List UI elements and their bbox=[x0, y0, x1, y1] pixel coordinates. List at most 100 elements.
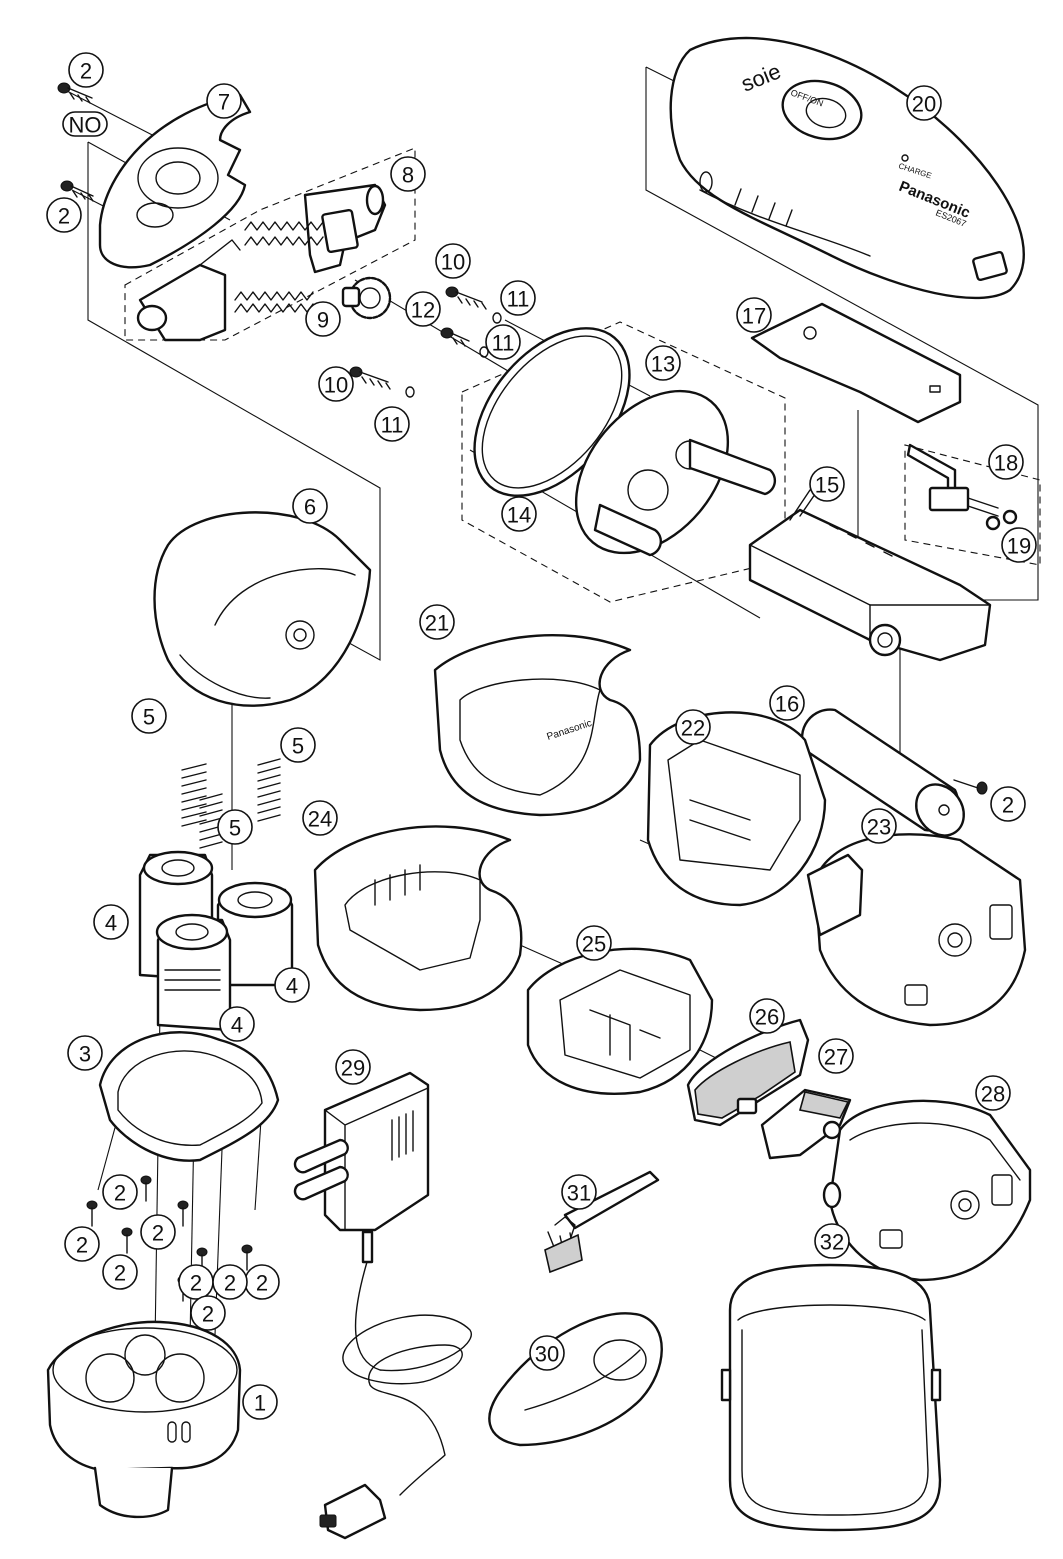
part-19-washers bbox=[985, 509, 1018, 531]
part-26-foil bbox=[686, 1018, 810, 1127]
callout-label: 2 bbox=[202, 1302, 214, 1327]
callout-c22: 22 bbox=[675, 709, 711, 745]
part-9-gear bbox=[341, 276, 392, 320]
callout-c1: 1 bbox=[242, 1384, 278, 1420]
screws-10-12-washers-11 bbox=[349, 286, 502, 398]
callout-c31: 31 bbox=[561, 1174, 597, 1210]
callout-label: 1 bbox=[254, 1391, 266, 1416]
callout-label: 24 bbox=[308, 807, 332, 832]
callout-label: 12 bbox=[411, 298, 435, 323]
callout-label: 21 bbox=[425, 611, 449, 636]
callout-label: 11 bbox=[507, 287, 530, 312]
callout-c2e: 2 bbox=[140, 1214, 176, 1250]
part-17-circuit-board bbox=[750, 302, 962, 424]
callout-label: 26 bbox=[755, 1005, 779, 1030]
part-28-case bbox=[822, 1099, 1032, 1282]
callout-label: 15 bbox=[815, 473, 839, 498]
callout-c25: 25 bbox=[576, 925, 612, 961]
callout-c10b: 10 bbox=[318, 366, 354, 402]
callout-label: 11 bbox=[492, 331, 515, 356]
callout-c21: 21 bbox=[419, 604, 455, 640]
callout-label: 13 bbox=[651, 352, 675, 377]
callout-label: 2 bbox=[190, 1271, 202, 1296]
callout-c11a: 11 bbox=[500, 280, 536, 316]
callout-label: 5 bbox=[143, 705, 155, 730]
callout-c8: 8 bbox=[390, 156, 426, 192]
callout-label: 30 bbox=[535, 1342, 559, 1367]
part-29-ac-adapter bbox=[293, 1071, 472, 1540]
charge-indicator-lamp bbox=[901, 154, 909, 162]
callout-label: 5 bbox=[229, 816, 241, 841]
part-16-battery bbox=[800, 708, 965, 837]
callout-c12: 12 bbox=[405, 291, 441, 327]
callout-c2i: 2 bbox=[244, 1264, 280, 1300]
part-32-pouch bbox=[720, 1263, 942, 1532]
callout-c2a: 2 bbox=[68, 52, 104, 88]
callout-label: 32 bbox=[820, 1230, 844, 1255]
callout-c3: 3 bbox=[67, 1035, 103, 1071]
part-30-cap bbox=[488, 1312, 663, 1447]
callout-c29: 29 bbox=[335, 1049, 371, 1085]
callout-c2k: 2 bbox=[212, 1264, 248, 1300]
callout-label: 28 bbox=[981, 1082, 1005, 1107]
callout-label: 25 bbox=[582, 932, 606, 957]
callout-label: 11 bbox=[381, 413, 404, 438]
screw-2-battery bbox=[953, 779, 988, 795]
part-22-housing bbox=[646, 711, 827, 907]
part-7-top-plate bbox=[98, 93, 252, 269]
callout-label: 10 bbox=[324, 373, 348, 398]
part-24-stand bbox=[313, 825, 523, 1012]
part-3-gasket-plate bbox=[98, 1031, 280, 1162]
callout-c5c: 5 bbox=[217, 809, 253, 845]
screw-2-top bbox=[57, 82, 93, 104]
part-6-head-case bbox=[153, 511, 372, 707]
callout-label: 9 bbox=[317, 308, 329, 333]
callout-c16: 16 bbox=[769, 685, 805, 721]
callout-c19: 19 bbox=[1001, 527, 1037, 563]
part-20-top-cover: soie OFF/ON CHARGE Panasonic ES2067 bbox=[669, 36, 1025, 300]
callout-c6: 6 bbox=[292, 488, 328, 524]
callout-label: 23 bbox=[867, 815, 891, 840]
callout-label: 4 bbox=[105, 911, 117, 936]
callout-label: 2 bbox=[80, 59, 92, 84]
callout-label: 2 bbox=[76, 1233, 88, 1258]
callout-label: 19 bbox=[1007, 534, 1031, 559]
callout-c2h: 2 bbox=[178, 1264, 214, 1300]
callout-c2f: 2 bbox=[64, 1226, 100, 1262]
callout-c4a: 4 bbox=[93, 904, 129, 940]
callout-c2b: 2 bbox=[46, 197, 82, 233]
callout-label: 14 bbox=[507, 503, 531, 528]
callout-c5a: 5 bbox=[131, 698, 167, 734]
callout-c17: 17 bbox=[736, 297, 772, 333]
part-15-chassis bbox=[748, 483, 992, 662]
callout-label: 8 bbox=[402, 163, 414, 188]
callout-label: 31 bbox=[567, 1181, 591, 1206]
callout-c26: 26 bbox=[749, 998, 785, 1034]
callout-label: 2 bbox=[1002, 793, 1014, 818]
callout-c11b: 11 bbox=[485, 324, 521, 360]
callout-label: 6 bbox=[304, 495, 316, 520]
part-18-terminals bbox=[906, 443, 999, 517]
callout-c10a: 10 bbox=[435, 243, 471, 279]
callout-c23: 23 bbox=[861, 808, 897, 844]
part-1-base bbox=[46, 1320, 242, 1519]
callout-c5b: 5 bbox=[280, 727, 316, 763]
callout-label: 18 bbox=[994, 451, 1018, 476]
callout-c2c: 2 bbox=[990, 786, 1026, 822]
callout-c11c: 11 bbox=[374, 406, 410, 442]
callout-c9: 9 bbox=[305, 301, 341, 337]
part-31-brush bbox=[544, 1170, 660, 1274]
callout-label: 3 bbox=[79, 1042, 91, 1067]
screws-2-bottom bbox=[86, 1175, 253, 1302]
screw-2-mid bbox=[60, 180, 94, 202]
callout-c2g: 2 bbox=[102, 1254, 138, 1290]
callout-c18: 18 bbox=[988, 444, 1024, 480]
callout-c32: 32 bbox=[814, 1223, 850, 1259]
callout-label: 10 bbox=[441, 250, 465, 275]
callout-label: 29 bbox=[341, 1056, 365, 1081]
part-4-blade-units bbox=[138, 850, 294, 1032]
callout-c20: 20 bbox=[906, 85, 942, 121]
